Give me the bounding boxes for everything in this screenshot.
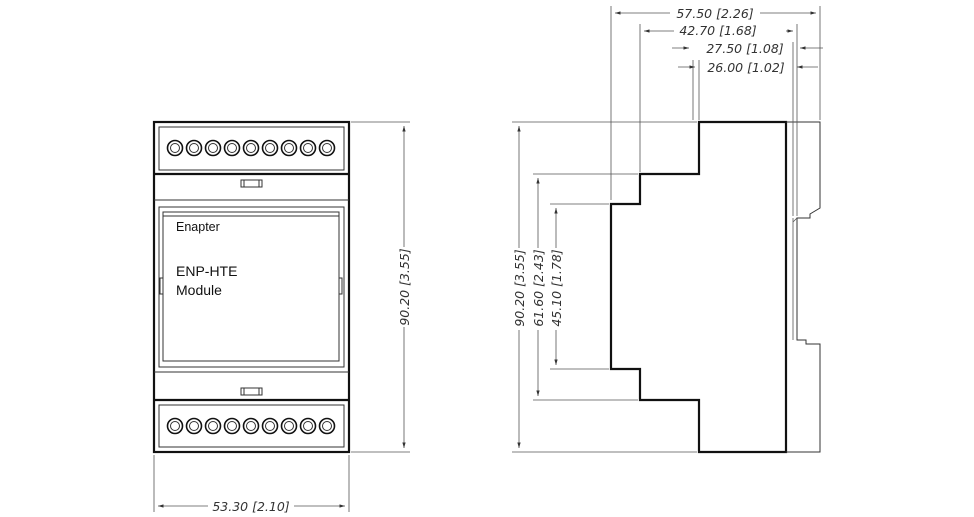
terminal-screw: [299, 417, 317, 435]
side-clip-left: [159, 277, 164, 295]
top-latch: [240, 179, 263, 188]
bottom-latch: [240, 387, 263, 396]
terminal-screw: [223, 417, 241, 435]
depth-4-label: 26.00 [1.02]: [707, 60, 784, 75]
front-height-label: 90.20 [3.55]: [397, 248, 412, 325]
terminal-screw: [261, 139, 279, 157]
terminal-screw-head: [303, 143, 313, 153]
terminal-screw-head: [284, 143, 294, 153]
front-cover-outer: [158, 206, 345, 368]
depth-2-label: 42.70 [1.68]: [679, 23, 756, 38]
model-label-line2: Module: [176, 282, 222, 298]
model-label-line1: ENP-HTE: [176, 263, 237, 279]
side-view: [609, 120, 821, 454]
terminal-screw: [318, 417, 336, 435]
terminal-screw-head: [322, 143, 332, 153]
terminal-screw: [185, 139, 203, 157]
side-clip-right: [338, 277, 343, 295]
front-height-dimension: 90.20 [3.55]: [351, 121, 412, 453]
terminal-screw: [166, 417, 184, 435]
terminal-screw: [242, 417, 260, 435]
terminal-screw: [299, 139, 317, 157]
front-view: Enapter ENP-HTE Module: [152, 120, 351, 454]
terminal-screw-head: [246, 421, 256, 431]
terminal-screw-head: [284, 421, 294, 431]
bottom-terminal-block: [158, 404, 345, 448]
din-clip: [786, 121, 821, 453]
terminal-screw-head: [208, 421, 218, 431]
terminal-screw-head: [227, 421, 237, 431]
terminal-screw: [166, 139, 184, 157]
step2-height-label: 45.10 [1.78]: [549, 249, 564, 326]
terminal-screw-head: [303, 421, 313, 431]
terminal-screw-head: [170, 143, 180, 153]
brand-label: Enapter: [176, 220, 220, 234]
terminal-screw: [223, 139, 241, 157]
terminal-screw: [204, 139, 222, 157]
front-width-label: 53.30 [2.10]: [212, 499, 289, 514]
terminal-screw-head: [246, 143, 256, 153]
terminal-screw-head: [227, 143, 237, 153]
side-depth-dimensions: 57.50 [2.26] 42.70 [1.68] 27.50 [1.08] 2…: [610, 6, 823, 216]
terminal-screw-head: [265, 143, 275, 153]
top-terminal-block: [158, 126, 345, 171]
terminal-screw: [185, 417, 203, 435]
terminal-screw: [242, 139, 260, 157]
side-height-dimensions: 90.20 [3.55] 61.60 [2.43] 45.10 [1.78]: [512, 121, 697, 453]
terminal-screw-head: [170, 421, 180, 431]
side-profile: [609, 120, 788, 454]
depth-total-label: 57.50 [2.26]: [676, 6, 753, 21]
step1-height-label: 61.60 [2.43]: [531, 249, 546, 326]
top-terminal-row: [166, 139, 336, 157]
bottom-terminal-row: [166, 417, 336, 435]
terminal-screw: [318, 139, 336, 157]
terminal-screw: [204, 417, 222, 435]
module-outline: [152, 120, 351, 454]
depth-3-label: 27.50 [1.08]: [706, 41, 783, 56]
terminal-screw-head: [265, 421, 275, 431]
front-width-dimension: 53.30 [2.10]: [153, 455, 350, 514]
terminal-screw-head: [189, 143, 199, 153]
terminal-screw: [280, 417, 298, 435]
terminal-screw-head: [208, 143, 218, 153]
terminal-screw-head: [322, 421, 332, 431]
terminal-screw: [261, 417, 279, 435]
side-height-label: 90.20 [3.55]: [512, 249, 527, 326]
terminal-screw-head: [189, 421, 199, 431]
terminal-screw: [280, 139, 298, 157]
